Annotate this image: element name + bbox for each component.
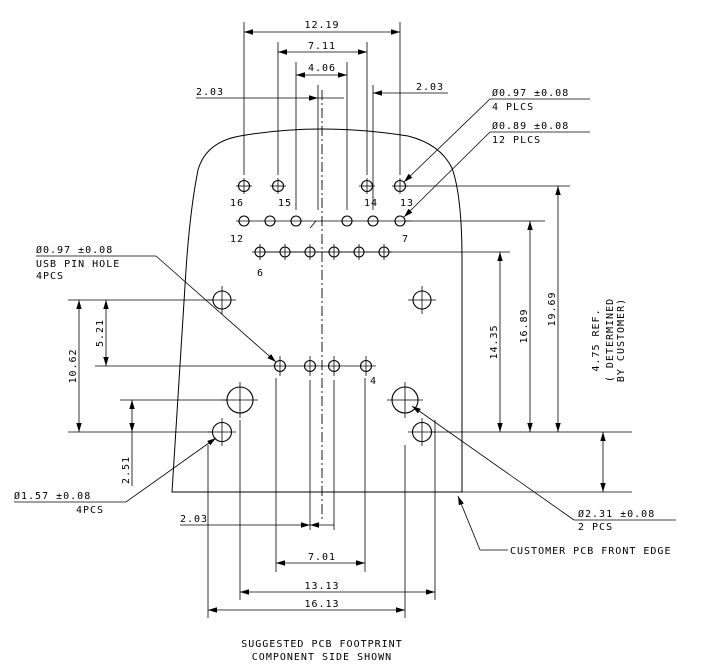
pin-label-7: 7 [402,234,409,245]
dim-5-21: 5.21 [95,319,106,347]
callout-231-line1: Ø2.31 ±0.08 [578,508,655,520]
dim-12-19: 12.19 [304,20,339,31]
caption-line1: SUGGESTED PCB FOOTPRINT [241,639,402,650]
callout-097-4-line1: Ø0.97 ±0.08 [492,87,569,99]
dim-4-06: 4.06 [308,63,336,74]
callout-231-line2: 2 PCS [578,522,613,533]
dim-14-35: 14.35 [489,324,500,359]
pin-label-6: 6 [257,268,264,279]
pin-label-15: 15 [278,198,292,209]
dim-by-customer: BY CUSTOMER) [616,298,627,382]
dim-2-03-bottom: 2.03 [180,514,208,525]
dimension-lines-bottom [180,522,435,613]
pin-label-13: 13 [400,198,414,209]
callout-usb-line3: 4PCS [36,271,64,282]
extension-lines-horizontal [68,185,632,493]
callout-157-line1: Ø1.57 ±0.08 [14,490,91,502]
dim-2-03-top-right: 2.03 [416,82,444,93]
dim-determined: ( DETERMINED [605,298,616,382]
dim-4-75-ref: 4.75 REF. [591,308,602,371]
pin-label-12: 12 [230,234,244,245]
pin-label-14: 14 [364,198,378,209]
callout-usb-line1: Ø0.97 ±0.08 [36,244,113,256]
dim-16-13: 16.13 [304,599,339,610]
dim-13-13: 13.13 [304,581,339,592]
dim-10-62: 10.62 [68,348,79,383]
leader-lines [14,98,676,551]
hole-crosshairs [208,178,436,446]
pin-label-4: 4 [370,376,377,387]
callout-front-edge: CUSTOMER PCB FRONT EDGE [510,546,671,557]
dimension-lines-right [497,186,606,492]
callout-097-4-line2: 4 PLCS [492,102,534,113]
dim-7-11: 7.11 [308,41,336,52]
dim-19-69: 19.69 [547,291,558,326]
dim-2-51: 2.51 [121,456,132,484]
callout-089-12-line1: Ø0.89 ±0.08 [492,120,569,132]
callout-usb-line2: USB PIN HOLE [36,259,120,270]
dim-2-03-top-left: 2.03 [196,87,224,98]
caption-line2: COMPONENT SIDE SHOWN [252,652,392,663]
callout-157-line2: 4PCS [76,505,104,516]
dim-7-01: 7.01 [308,552,336,563]
pin-label-16: 16 [230,198,244,209]
callout-089-12-line2: 12 PLCS [492,135,541,146]
extension-lines-top [243,22,401,210]
connector-outline [171,128,463,493]
dimension-lines-top [196,29,448,101]
extension-lines-bottom [207,378,436,618]
dimension-lines-left [76,300,135,486]
dim-16-89: 16.89 [519,308,530,343]
